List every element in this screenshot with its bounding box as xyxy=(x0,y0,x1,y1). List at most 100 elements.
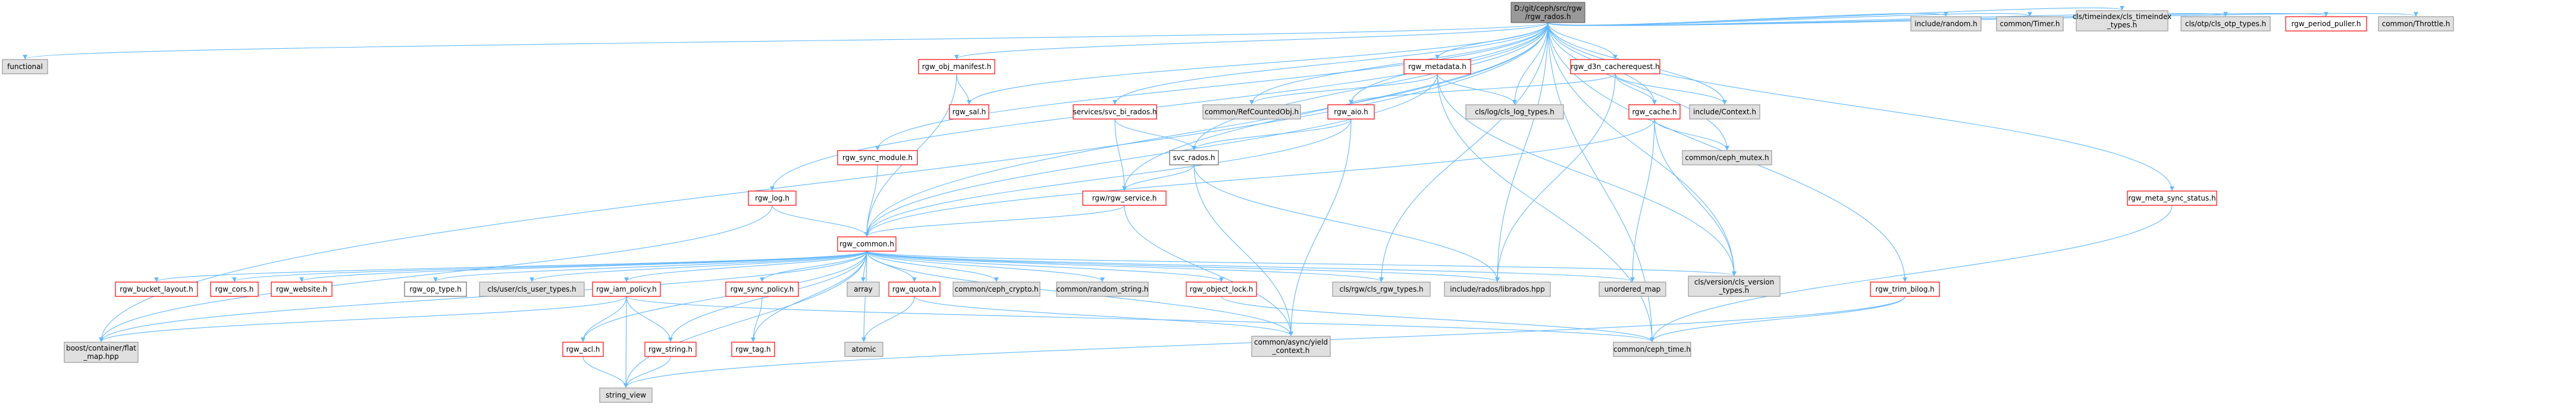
node-cls-timeindex[interactable]: cls/timeindex/cls_timeindex_types.h xyxy=(2073,10,2171,32)
node-rgw-op-type[interactable]: rgw_op_type.h xyxy=(404,281,467,297)
edge-root-to-cls-log-types xyxy=(1512,22,1549,105)
edge-rgw-quota-to-atomic xyxy=(861,296,915,342)
edge-root-to-svc-rados xyxy=(1192,22,1549,151)
node-random-string[interactable]: common/random_string.h xyxy=(1056,281,1149,297)
node-rgw-meta-sync-status[interactable]: rgw_meta_sync_status.h xyxy=(2127,190,2217,206)
node-array[interactable]: array xyxy=(847,281,880,297)
node-box xyxy=(1628,104,1681,120)
node-rgw-obj-manifest[interactable]: rgw_obj_manifest.h xyxy=(918,59,995,74)
node-box xyxy=(271,281,333,297)
node-flat-map[interactable]: boost/container/flat_map.hpp xyxy=(64,342,139,363)
node-box xyxy=(1613,342,1691,357)
node-cls-rgw-types[interactable]: cls/rgw/cls_rgw_types.h xyxy=(1332,281,1431,297)
node-box xyxy=(1910,16,1982,32)
node-rgw-trim-bilog[interactable]: rgw_trim_bilog.h xyxy=(1870,281,1940,297)
node-label: include/rados/librados.hpp xyxy=(1450,285,1545,293)
node-ceph-mutex[interactable]: common/ceph_mutex.h xyxy=(1682,150,1772,165)
node-label: cls/otp/cls_otp_types.h xyxy=(2185,20,2266,28)
edge-rgw-common-to-rgw-op-type xyxy=(433,251,867,282)
node-label: cls/timeindex/cls_timeindex xyxy=(2073,12,2171,21)
node-root[interactable]: D:/git/ceph/src/rgw/rgw_rados.h xyxy=(1510,2,1585,23)
node-box xyxy=(1444,281,1551,297)
node-label: common/ceph_time.h xyxy=(1613,345,1691,354)
node-ceph-crypto[interactable]: common/ceph_crypto.h xyxy=(952,281,1041,297)
node-rgw-metadata[interactable]: rgw_metadata.h xyxy=(1403,59,1471,74)
node-svc-bi-rados[interactable]: services/svc_bi_rados.h xyxy=(1073,104,1157,120)
node-box xyxy=(115,281,198,297)
node-rgw-acl[interactable]: rgw_acl.h xyxy=(562,342,604,357)
node-cls-user-types[interactable]: cls/user/cls_user_types.h xyxy=(479,281,585,297)
edge-root-to-rgw-sal xyxy=(967,22,1549,105)
node-common-throttle[interactable]: common/Throttle.h xyxy=(2378,16,2454,32)
node-box xyxy=(1403,59,1471,74)
node-label: rgw_tag.h xyxy=(735,345,770,354)
node-cls-version[interactable]: cls/version/cls_version_types.h xyxy=(1688,276,1781,297)
edge-rgw-iam-policy-to-ceph-time xyxy=(626,296,1654,342)
node-box xyxy=(844,342,883,357)
edge-rgw-common-to-rgw-sync-policy xyxy=(760,251,867,282)
node-common-timer[interactable]: common/Timer.h xyxy=(1996,16,2064,32)
node-rgw-common[interactable]: rgw_common.h xyxy=(837,236,897,252)
node-rgw-sal[interactable]: rgw_sal.h xyxy=(949,104,989,120)
node-functional[interactable]: functional xyxy=(2,59,48,74)
node-rgw-iam-policy[interactable]: rgw_iam_policy.h xyxy=(592,281,661,297)
edge-root-to-rgw-metadata xyxy=(1435,22,1549,60)
edge-rgw-common-to-rgw-bucket-layout xyxy=(154,251,867,282)
edge-rgw-iam-policy-to-rgw-acl xyxy=(581,296,627,342)
node-label: rgw_bucket_layout.h xyxy=(120,285,193,293)
node-include-random[interactable]: include/random.h xyxy=(1910,16,1982,32)
node-rgw-service[interactable]: rgw/rgw_service.h xyxy=(1082,190,1167,206)
node-rgw-object-lock[interactable]: rgw_object_lock.h xyxy=(1186,281,1257,297)
node-rgw-cache[interactable]: rgw_cache.h xyxy=(1628,104,1681,120)
node-context[interactable]: include/Context.h xyxy=(1689,104,1760,120)
node-refcounted[interactable]: common/RefCountedObj.h xyxy=(1202,104,1301,120)
node-box xyxy=(2076,10,2168,32)
node-box xyxy=(1570,59,1660,74)
node-box xyxy=(888,281,941,297)
node-box xyxy=(1327,104,1375,120)
node-box xyxy=(1186,281,1257,297)
edge-root-to-rgw-log xyxy=(770,22,1549,191)
node-rgw-quota[interactable]: rgw_quota.h xyxy=(888,281,941,297)
node-label: unordered_map xyxy=(1604,285,1661,293)
node-label: rgw_common.h xyxy=(839,240,894,248)
node-svc-rados[interactable]: svc_rados.h xyxy=(1169,150,1219,165)
edge-rgw-metadata-to-cls-log-types xyxy=(1437,73,1517,105)
node-cls-otp[interactable]: cls/otp/cls_otp_types.h xyxy=(2180,16,2271,32)
node-rgw-aio[interactable]: rgw_aio.h xyxy=(1327,104,1375,120)
node-label: _context.h xyxy=(1272,346,1310,355)
node-rgw-sync-module[interactable]: rgw_sync_module.h xyxy=(837,150,918,165)
node-label: common/RefCountedObj.h xyxy=(1205,108,1299,116)
node-unordered-map[interactable]: unordered_map xyxy=(1599,281,1666,297)
node-box xyxy=(725,281,799,297)
node-rgw-d3n[interactable]: rgw_d3n_cacherequest.h xyxy=(1570,59,1660,74)
node-librados[interactable]: include/rados/librados.hpp xyxy=(1444,281,1551,297)
edge-svc-bi-rados-to-rgw-service xyxy=(1114,118,1127,191)
node-label: rgw_acl.h xyxy=(566,345,600,354)
node-rgw-bucket-layout[interactable]: rgw_bucket_layout.h xyxy=(115,281,198,297)
node-string-view[interactable]: string_view xyxy=(599,387,653,403)
node-label: common/ceph_crypto.h xyxy=(954,285,1038,293)
node-rgw-sync-policy[interactable]: rgw_sync_policy.h xyxy=(725,281,799,297)
node-label: string_view xyxy=(606,391,646,399)
node-label: _map.hpp xyxy=(83,352,118,361)
node-cls-log-types[interactable]: cls/log/cls_log_types.h xyxy=(1465,104,1564,120)
node-rgw-website[interactable]: rgw_website.h xyxy=(271,281,333,297)
node-rgw-string[interactable]: rgw_string.h xyxy=(644,342,697,357)
node-atomic[interactable]: atomic xyxy=(844,342,883,357)
node-yield-context[interactable]: common/async/yield_context.h xyxy=(1251,336,1331,357)
edge-rgw-meta-sync-status-to-ceph-time xyxy=(1650,205,2173,342)
node-rgw-tag[interactable]: rgw_tag.h xyxy=(731,342,775,357)
node-rgw-cors[interactable]: rgw_cors.h xyxy=(210,281,259,297)
node-rgw-period-puller[interactable]: rgw_period_puller.h xyxy=(2285,16,2367,32)
node-label: cls/user/cls_user_types.h xyxy=(487,285,576,293)
node-box xyxy=(847,281,880,297)
edge-svc-bi-rados-to-svc-rados xyxy=(1114,118,1196,151)
node-label: common/ceph_mutex.h xyxy=(1685,154,1769,162)
node-box xyxy=(1599,281,1666,297)
node-ceph-time[interactable]: common/ceph_time.h xyxy=(1613,342,1691,357)
edge-rgw-cache-to-cls-version xyxy=(1654,118,1737,276)
node-rgw-log[interactable]: rgw_log.h xyxy=(748,190,797,206)
node-box xyxy=(592,281,661,297)
node-box xyxy=(952,281,1041,297)
